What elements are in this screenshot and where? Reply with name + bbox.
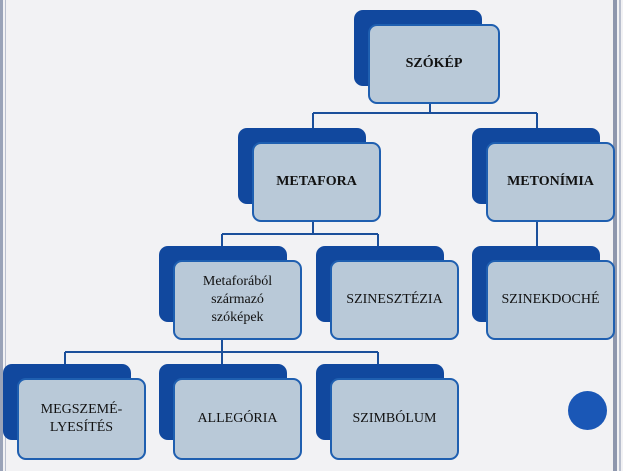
node-megszemelyesites-label-line1: MEGSZEMÉ- [40, 402, 123, 417]
node-szokep: SZÓKÉP [354, 10, 500, 104]
node-szinesztezia-front-panel: SZINESZTÉZIA [330, 260, 459, 340]
node-szinekdoche-label: SZINEKDOCHÉ [501, 292, 600, 307]
node-szinekdoche: SZINEKDOCHÉ [472, 246, 615, 340]
node-metafora-front-panel: METAFORA [252, 142, 381, 222]
node-metonimia: METONÍMIA [472, 128, 615, 222]
node-allegoria-label: ALLEGÓRIA [197, 411, 278, 426]
node-megszemelyesites-label-line2: LYESÍTÉS [49, 420, 114, 435]
node-allegoria: ALLEGÓRIA [159, 364, 302, 460]
node-metaforabol-szarmazo-szokepek: Metaforából származó szóképek [159, 246, 302, 340]
node-allegoria-front-panel: ALLEGÓRIA [173, 378, 302, 460]
node-szinesztezia: SZINESZTÉZIA [316, 246, 459, 340]
node-szimbolum-front-panel: SZIMBÓLUM [330, 378, 459, 460]
node-metafora: METAFORA [238, 128, 381, 222]
node-metonimia-label: METONÍMIA [507, 174, 594, 189]
node-metaforabol-label-line3: szóképek [211, 310, 264, 325]
node-megszemelyesites-front-panel: MEGSZEMÉ- LYESÍTÉS [17, 378, 146, 460]
node-szimbolum: SZIMBÓLUM [316, 364, 459, 460]
decorative-circle [568, 391, 607, 430]
right-border-line [619, 0, 621, 471]
left-border-line [5, 0, 6, 471]
node-metaforabol-label-line2: származó [211, 292, 264, 307]
node-metonimia-front-panel: METONÍMIA [486, 142, 615, 222]
node-szokep-front-panel: SZÓKÉP [368, 24, 500, 104]
node-szokep-label: SZÓKÉP [405, 56, 463, 71]
node-metaforabol-front-panel: Metaforából származó szóképek [173, 260, 302, 340]
left-border-rail [0, 0, 3, 471]
node-metafora-label: METAFORA [276, 174, 357, 189]
node-megszemelyesites: MEGSZEMÉ- LYESÍTÉS [3, 364, 146, 460]
right-border-rail [613, 0, 617, 471]
node-szinesztezia-label: SZINESZTÉZIA [346, 292, 443, 307]
node-szinekdoche-front-panel: SZINEKDOCHÉ [486, 260, 615, 340]
node-metaforabol-label-line1: Metaforából [202, 274, 273, 289]
node-szimbolum-label: SZIMBÓLUM [352, 411, 437, 426]
